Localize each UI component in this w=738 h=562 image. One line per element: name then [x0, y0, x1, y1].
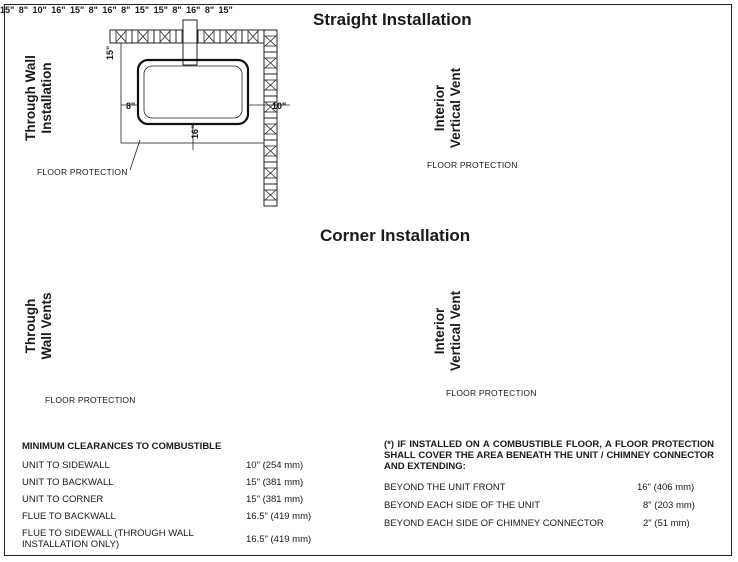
floor-protection-label: FLOOR PROTECTION: [37, 167, 128, 177]
diagram-frame: [4, 4, 732, 556]
clearance-value: 10" (254 mm): [246, 460, 304, 471]
diagram-straight-interior-vent: 15" 8" 10" 16": [0, 5, 66, 15]
clearance-label: FLUE TO SIDEWALL (THROUGH WALL INSTALLAT…: [22, 528, 194, 550]
clearance-label: FLUE TO BACKWALL: [22, 511, 116, 522]
diagram-corner-through-wall: 15" 8" 16" 8" 15": [69, 5, 150, 15]
diagram-straight-through-wall: 15" 8" 10" 16": [105, 19, 290, 206]
svg-text:16": 16": [190, 125, 200, 139]
diagram-corner-interior-vent: 15" 8" 16" 8" 15": [153, 5, 233, 15]
svg-text:15": 15": [105, 46, 115, 60]
floor-note-value: 16" (406 mm): [637, 482, 695, 493]
clearance-label: UNIT TO BACKWALL: [22, 477, 114, 488]
installation-diagrams: 15" 8" 10" 16": [105, 19, 290, 430]
floor-note-value: 8" (203 mm): [643, 500, 695, 511]
floor-note-value: 2" (51 mm): [643, 518, 690, 529]
floor-note-label: BEYOND EACH SIDE OF THE UNIT: [384, 500, 541, 511]
clearance-value: 16.5" (419 mm): [246, 534, 312, 545]
floor-protection-label: FLOOR PROTECTION: [45, 395, 136, 405]
clearance-value: 15" (381 mm): [246, 494, 304, 505]
floor-protection-label: FLOOR PROTECTION: [427, 160, 518, 170]
floor-note-label: BEYOND EACH SIDE OF CHIMNEY CONNECTOR: [384, 518, 604, 529]
clearance-label: UNIT TO CORNER: [22, 494, 104, 505]
svg-text:10": 10": [272, 101, 286, 111]
floor-protection-note: (*) IF INSTALLED ON A COMBUSTIBLE FLOOR,…: [384, 439, 714, 472]
clearances-heading: MINIMUM CLEARANCES TO COMBUSTIBLE: [22, 441, 222, 452]
corner-installation-title: Corner Installation: [320, 226, 471, 245]
svg-text:8": 8": [126, 101, 135, 111]
clearance-label: UNIT TO SIDEWALL: [22, 460, 110, 471]
clearance-value: 16.5" (419 mm): [246, 511, 312, 522]
clearance-value: 15" (381 mm): [246, 477, 304, 488]
straight-installation-title: Straight Installation: [313, 10, 472, 29]
floor-note-label: BEYOND THE UNIT FRONT: [384, 482, 506, 493]
floor-protection-label: FLOOR PROTECTION: [446, 388, 537, 398]
